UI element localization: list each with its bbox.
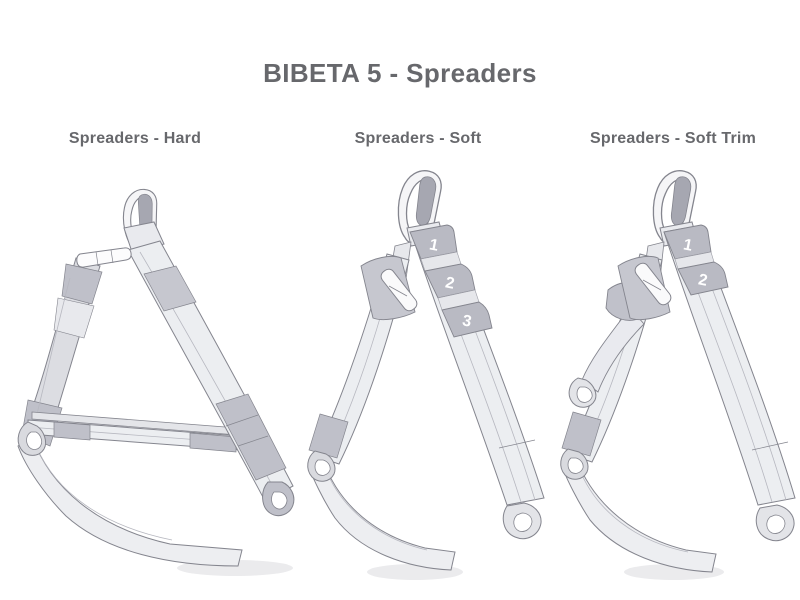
illustration-spreaders-soft: 1 2 3 [307, 169, 545, 580]
illustration-spreaders-hard [17, 187, 295, 576]
step-band-1: 1 [663, 224, 715, 270]
figure-label-soft-trim: Spreaders - Soft Trim [589, 130, 757, 147]
trim-strap [568, 307, 645, 408]
step-number-1: 1 [682, 236, 694, 254]
crossbar-strap [27, 411, 241, 453]
step-number-1: 1 [428, 236, 440, 254]
step-number-2: 2 [697, 271, 709, 289]
maillon-link [634, 262, 672, 306]
right-webbing-loop [262, 481, 295, 517]
left-webbing-loop [17, 421, 47, 456]
step-band-2: 2 [677, 261, 729, 296]
bottom-chest-strap [17, 435, 243, 567]
hard-spreader-bar [76, 247, 132, 268]
right-webbing-loop [755, 504, 795, 542]
figure-label-soft: Spreaders - Soft [354, 130, 482, 147]
step-band-3: 3 [441, 301, 493, 338]
step-band-1: 1 [409, 224, 462, 272]
figure-label-hard: Spreaders - Hard [68, 130, 202, 147]
page-title: BIBETA 5 - Spreaders [263, 58, 537, 88]
left-webbing-loop [307, 450, 336, 482]
webbing-sleeve [617, 255, 671, 321]
right-webbing-loop [502, 502, 542, 540]
step-number-2: 2 [444, 274, 456, 292]
maillon-link [380, 268, 418, 312]
left-webbing-loop [560, 448, 589, 480]
right-leg-strap [127, 240, 294, 502]
step-number-3: 3 [461, 312, 473, 330]
step-band-2: 2 [424, 263, 480, 311]
illustration-spreaders-soft-trim: 1 2 [560, 169, 796, 580]
